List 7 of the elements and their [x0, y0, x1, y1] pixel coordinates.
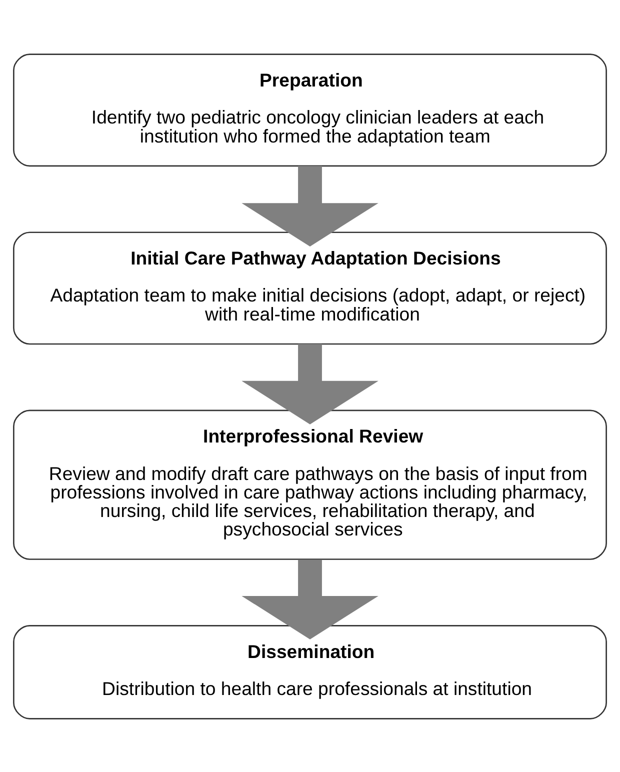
node-box: Preparation Identify two pediatric oncology clinician leaders at each institution who formed the adaptation team — [13, 53, 607, 166]
arrow — [242, 344, 378, 424]
node-box: Dissemination Distribution to health care professionals at institution — [13, 624, 607, 719]
arrow — [242, 559, 378, 639]
arrow — [242, 165, 378, 246]
node-box: Initial Care Pathway Adaptation Decisions Adaptation team to make initial decisions (adopt, adapt, or reject) with real-time modification — [13, 231, 607, 344]
node-box: Interprofessional Review Review and modify draft care pathways on the basis of input from professions involved in care pathway actions including pharmacy, nursing, child life services, rehabilitation therapy, and psychosocial services — [13, 409, 607, 560]
